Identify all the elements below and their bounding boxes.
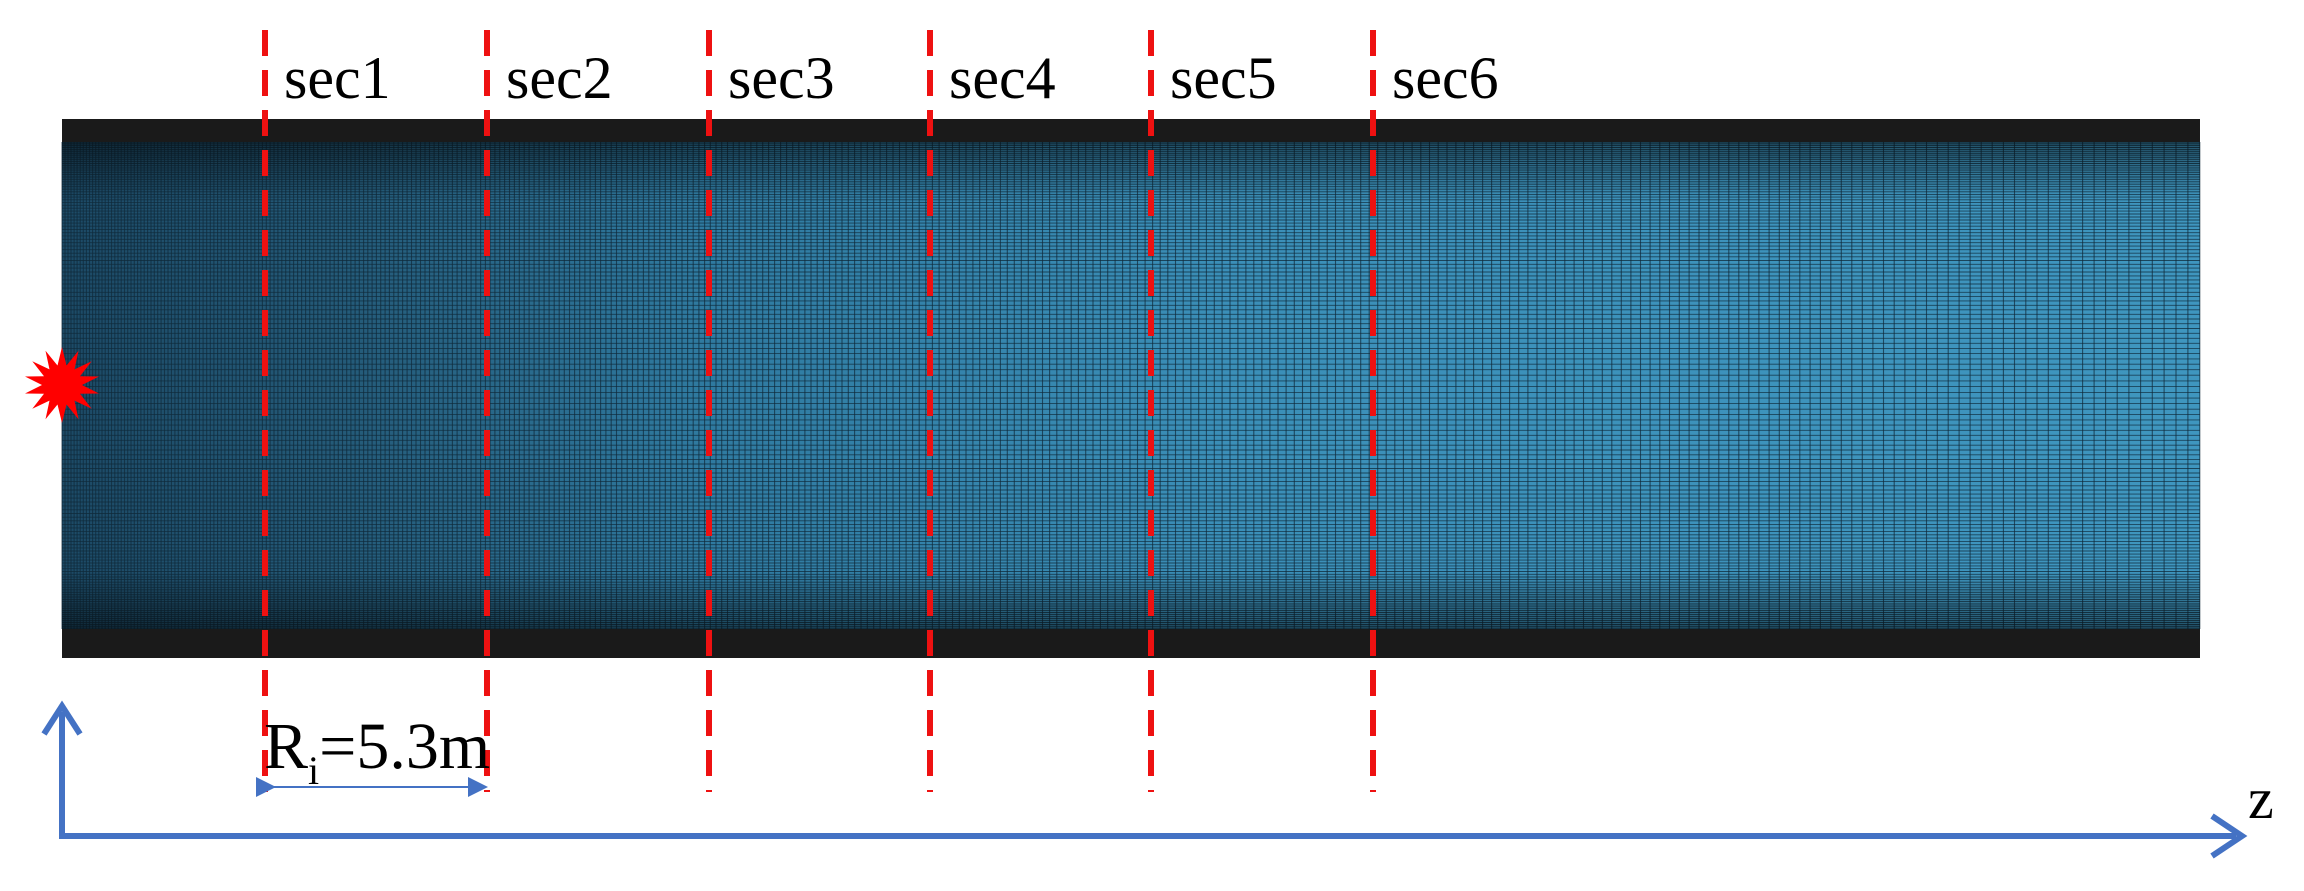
section-6: sec6	[1370, 30, 1499, 792]
section-label: sec6	[1392, 45, 1499, 111]
section-label: sec1	[284, 45, 391, 111]
mesh-edge-shading	[62, 142, 2200, 629]
section-3: sec3	[706, 30, 835, 792]
top-wall	[62, 119, 2200, 142]
section-5: sec5	[1148, 30, 1277, 792]
section-label: sec3	[728, 45, 835, 111]
radius-dimension: Ri=5.3m	[256, 710, 490, 797]
section-markers: sec1 sec2 sec3 sec4 sec5 sec6	[262, 30, 1499, 792]
z-axis-label: z	[2248, 766, 2274, 831]
section-label: sec2	[506, 45, 613, 111]
explosion-star-icon	[25, 347, 99, 423]
section-label: sec5	[1170, 45, 1277, 111]
radius-label-rest: =5.3m	[319, 710, 490, 783]
radius-label-sub: i	[308, 748, 319, 793]
radius-label: Ri=5.3m	[264, 710, 490, 793]
mesh-region	[61, 141, 2201, 629]
z-axis-arrowhead	[2210, 813, 2248, 859]
section-label: sec4	[949, 45, 1056, 111]
section-1: sec1	[262, 30, 391, 792]
vertical-axis-arrowhead	[41, 700, 83, 736]
section-4: sec4	[927, 30, 1056, 792]
radius-label-base: R	[264, 710, 308, 783]
section-2: sec2	[484, 30, 613, 792]
coordinate-axes: z	[41, 700, 2274, 859]
bottom-wall	[62, 629, 2200, 658]
